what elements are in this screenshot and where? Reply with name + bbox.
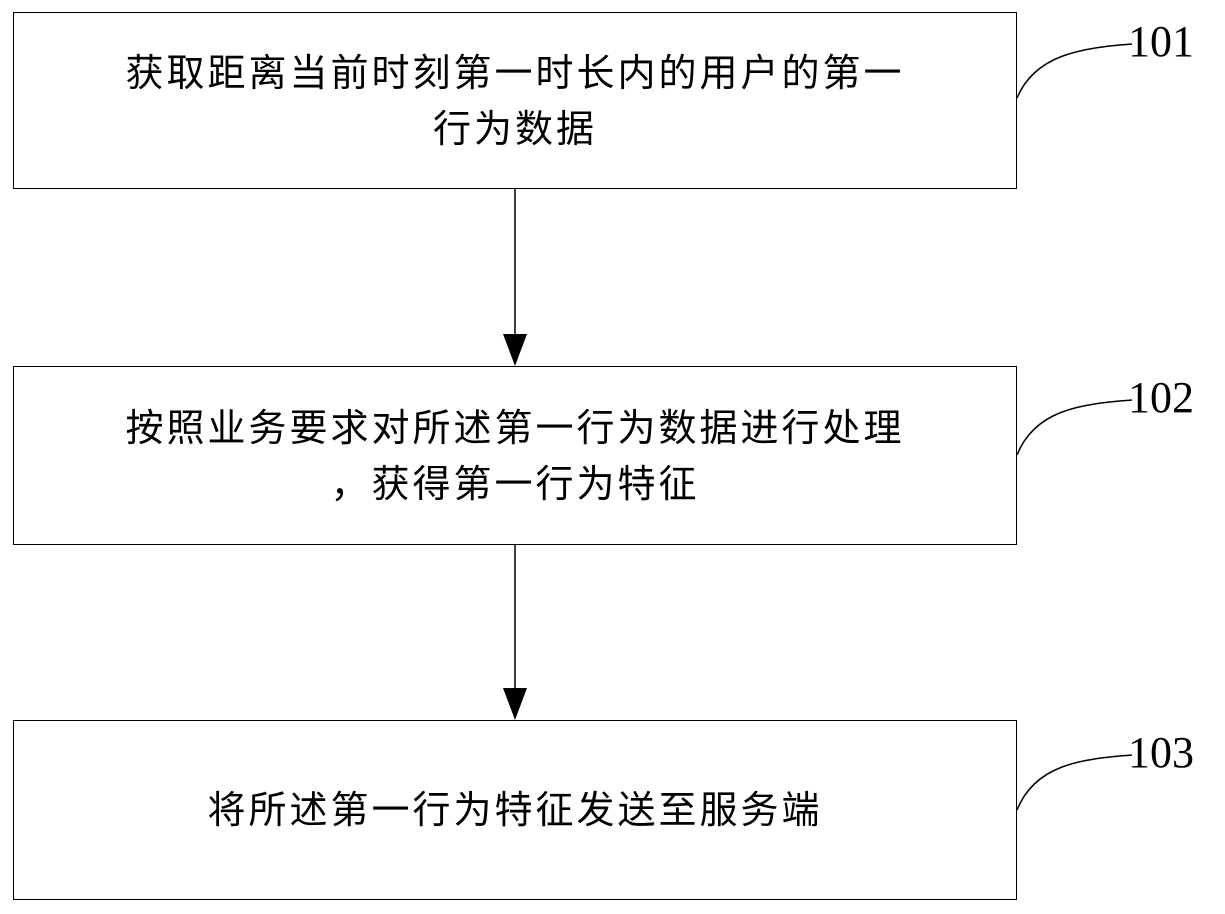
step-box-102: 按照业务要求对所述第一行为数据进行处理 ，获得第一行为特征 xyxy=(13,366,1017,545)
step-number-103: 103 xyxy=(1128,728,1194,777)
step-box-101: 获取距离当前时刻第一时长内的用户的第一 行为数据 xyxy=(13,12,1017,189)
step-text-102: 按照业务要求对所述第一行为数据进行处理 ，获得第一行为特征 xyxy=(25,400,1005,512)
step-text-101: 获取距离当前时刻第一时长内的用户的第一 行为数据 xyxy=(25,45,1005,157)
arrowhead-102-103 xyxy=(503,688,527,720)
step-101-line-1: 获取距离当前时刻第一时长内的用户的第一 xyxy=(125,50,905,95)
step-number-102: 102 xyxy=(1128,373,1194,422)
step-number-101: 101 xyxy=(1128,17,1194,66)
step-box-103: 将所述第一行为特征发送至服务端 xyxy=(13,720,1017,900)
arrowhead-101-102 xyxy=(503,334,527,366)
leader-line-102 xyxy=(1016,399,1133,456)
step-text-103: 将所述第一行为特征发送至服务端 xyxy=(25,782,1005,838)
leader-line-101 xyxy=(1016,43,1133,99)
step-102-line-2: ，获得第一行为特征 xyxy=(330,461,700,506)
step-102-line-1: 按照业务要求对所述第一行为数据进行处理 xyxy=(125,405,905,450)
step-103-line-1: 将所述第一行为特征发送至服务端 xyxy=(207,788,823,832)
step-101-line-2: 行为数据 xyxy=(432,106,597,151)
leader-line-103 xyxy=(1016,754,1133,811)
